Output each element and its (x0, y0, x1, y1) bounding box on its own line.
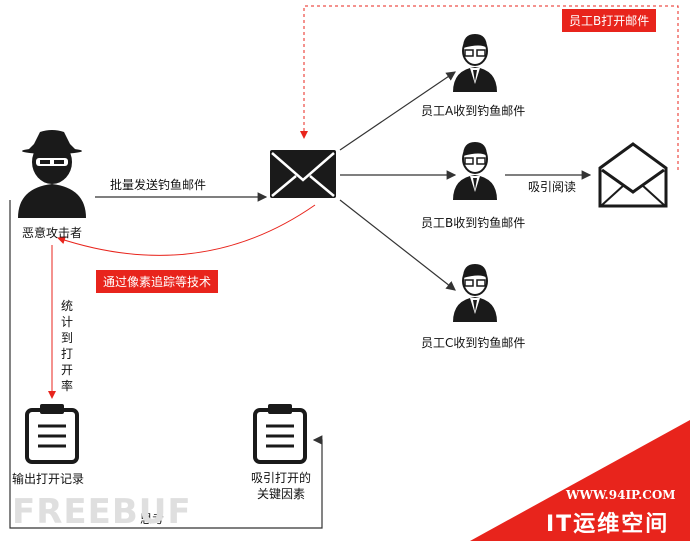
open-envelope-icon (598, 142, 668, 208)
batch-send-label: 批量发送钓鱼邮件 (110, 178, 207, 192)
employee-b-open-tag: 员工B打开邮件 (562, 9, 657, 32)
attract-read-label: 吸引阅读 (528, 180, 577, 194)
edge-to-employee-a (339, 71, 456, 151)
employee-a-label: 员工A收到钓鱼邮件 (421, 104, 526, 118)
envelope-icon (270, 150, 336, 198)
stats-label: 统计到打开率 (60, 299, 73, 393)
hacker-icon (18, 130, 86, 218)
record-label: 输出打开记录 (12, 472, 85, 486)
key-factors-line-1: 吸引打开的 (250, 471, 311, 485)
employee-c-icon (453, 264, 497, 322)
brand-watermark: IT运维空间 (546, 512, 670, 537)
employee-a-icon (453, 34, 497, 92)
site-watermark: WWW.94IP.COM (566, 488, 676, 502)
key-factors-line-2: 关键因素 (256, 487, 305, 501)
edge-employee-b-open-loop (300, 5, 679, 170)
watermark-red-triangle (470, 420, 690, 541)
attacker-label: 恶意攻击者 (22, 226, 83, 240)
edge-think (9, 200, 323, 529)
employee-b-icon (453, 142, 497, 200)
think-label: 思考 (140, 512, 165, 526)
pixel-tracking-tag: 通过像素追踪等技术 (96, 270, 219, 293)
employee-c-label: 员工C收到钓鱼邮件 (421, 336, 526, 350)
edge-to-employee-c (339, 199, 456, 291)
clipboard-factors-icon (253, 404, 307, 464)
freebuf-watermark: FREEBUF (12, 492, 192, 532)
employee-b-label: 员工B收到钓鱼邮件 (421, 216, 526, 230)
edge-pixel-tracking (57, 204, 316, 256)
clipboard-record-icon (25, 404, 79, 464)
key-factors-label: 吸引打开的 关键因素 (246, 470, 316, 502)
